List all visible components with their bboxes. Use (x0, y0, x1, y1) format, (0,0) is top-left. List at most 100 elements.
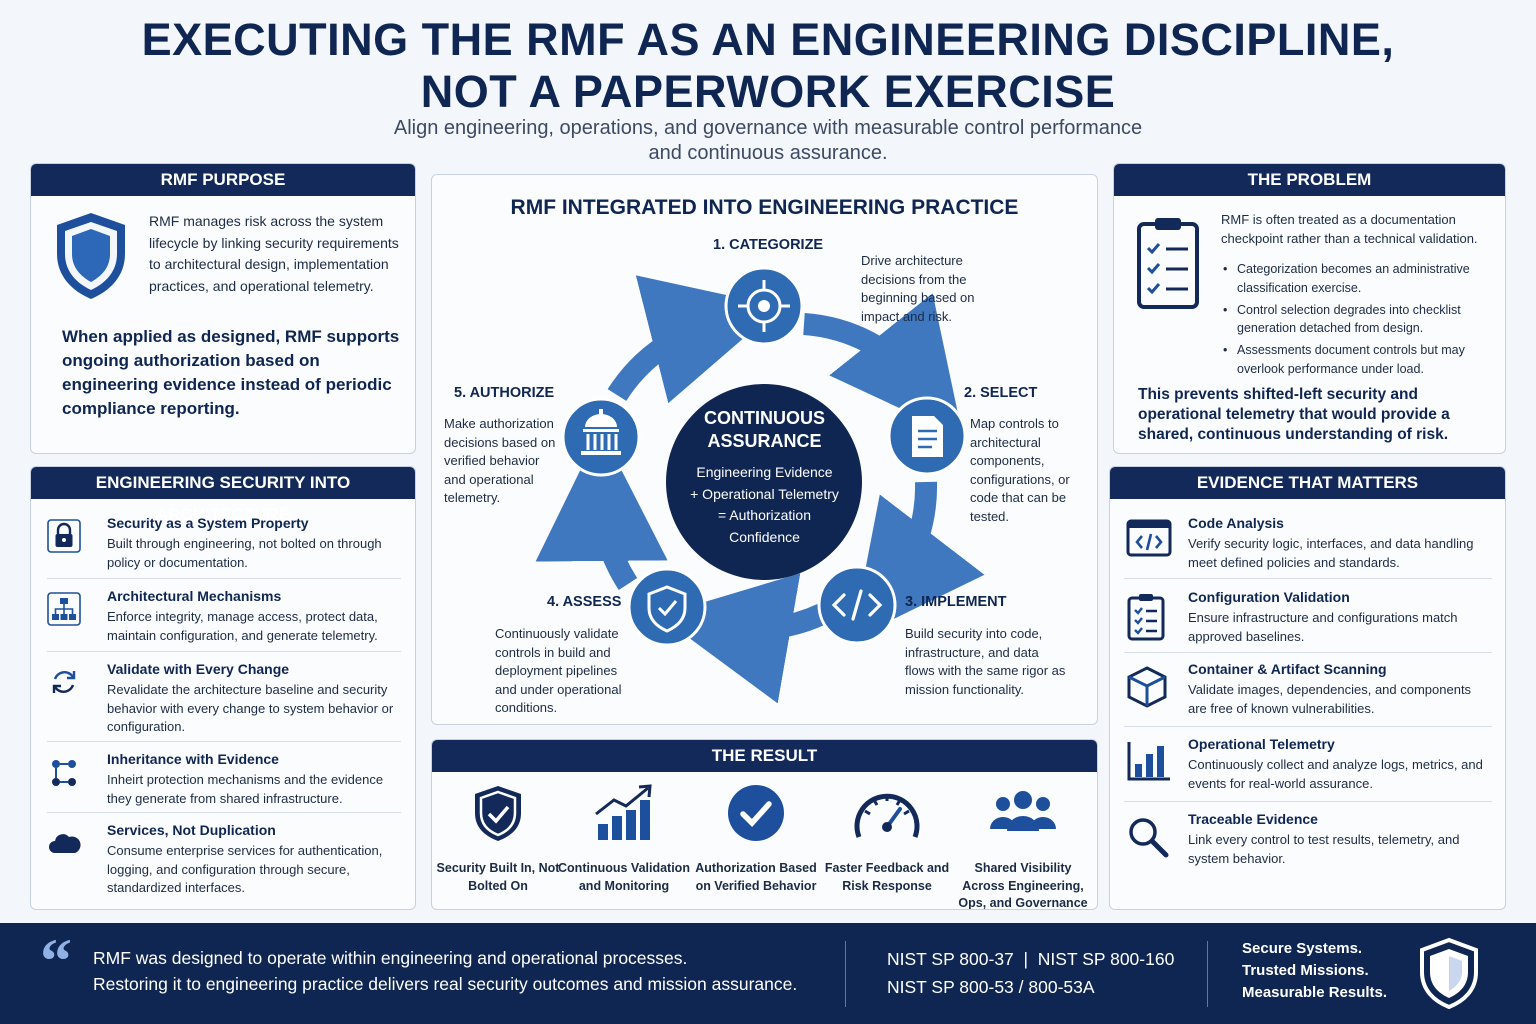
result-item: Faster Feedback and Risk Response (821, 778, 953, 895)
engineering-security-heading: ENGINEERING SECURITY INTO ARCHITECTURE (31, 467, 415, 524)
cycle-arrow (607, 275, 780, 404)
list-item-title: Services, Not Duplication (107, 822, 276, 838)
shield-icon (57, 213, 125, 299)
divider (47, 578, 401, 579)
list-item-desc: Validate images, dependencies, and compo… (1188, 682, 1472, 716)
ref-line-1: NIST SP 800-37 | NIST SP 800-160 (887, 949, 1175, 969)
list-item-desc: Link every control to test results, tele… (1188, 832, 1460, 866)
cloud-icon (49, 834, 81, 853)
divider (47, 651, 401, 652)
subtitle-line-2: and continuous assurance. (648, 142, 888, 164)
title-line-1: EXECUTING THE RMF AS AN ENGINEERING DISC… (141, 14, 1395, 65)
result-item: Authorization Based on Verified Behavior (690, 778, 822, 895)
list-item-desc: Consume enterprise services for authenti… (107, 843, 383, 895)
problem-intro: RMF is often treated as a documentation … (1221, 212, 1478, 246)
result-item: Shared Visibility Across Engineering, Op… (955, 778, 1091, 910)
result-label: Authorization Based on Verified Behavior (695, 861, 817, 893)
cube-icon (1127, 666, 1167, 708)
nodes-icon (52, 760, 76, 786)
step-select-desc: Map controls to architectural components… (970, 416, 1070, 524)
core-line-4: Confidence (729, 528, 800, 545)
list-item-title: Security as a System Property (107, 515, 309, 531)
target-icon (724, 266, 804, 346)
cycle-arrow (658, 573, 827, 704)
quote-icon: “ (40, 925, 72, 996)
problem-bullet: Categorization becomes an administrative… (1221, 260, 1501, 297)
rmf-purpose-emphasis: When applied as designed, RMF supports o… (62, 327, 400, 418)
divider (47, 812, 401, 813)
step-select-title: 2. SELECT (964, 385, 1038, 401)
clipboard-icon (1137, 218, 1199, 309)
result-label: Faster Feedback and Risk Response (824, 861, 950, 893)
list-item-title: Architectural Mechanisms (107, 588, 282, 604)
engineering-security-panel: ENGINEERING SECURITY INTO ARCHITECTURE S… (30, 466, 416, 910)
problem-list: Categorization becomes an administrative… (1221, 260, 1501, 382)
problem-panel: THE PROBLEM RMF is often treated as a do… (1113, 163, 1506, 454)
step-authorize-desc: Make authorization decisions based on ve… (444, 416, 556, 505)
list-item-title: Container & Artifact Scanning (1188, 661, 1387, 677)
problem-conclusion: This prevents shifted-left security and … (1138, 386, 1450, 443)
result-label: Security Built In, Not Bolted On (436, 861, 560, 893)
rmf-cycle-heading: RMF INTEGRATED INTO ENGINEERING PRACTICE (510, 196, 1019, 219)
core-title: CONTINUOUS ASSURANCE (432, 407, 1097, 453)
result-item: Continuous Validation and Monitoring (558, 778, 690, 895)
list-item-desc: Continuously collect and analyze logs, m… (1188, 757, 1483, 791)
result-heading: THE RESULT (432, 740, 1097, 772)
list-item-title: Inheritance with Evidence (107, 751, 279, 767)
lock-icon (47, 519, 81, 553)
problem-bullet: Assessments document controls but may ov… (1221, 341, 1501, 378)
result-item: Security Built In, Not Bolted On (432, 778, 564, 895)
list-item-desc: Verify security logic, interfaces, and d… (1188, 536, 1474, 570)
footer-banner: “ RMF was designed to operate within eng… (0, 923, 1536, 1024)
problem-heading: THE PROBLEM (1114, 164, 1505, 196)
list-item-desc: Enforce integrity, manage access, protec… (107, 609, 378, 643)
cycle-arrow (803, 293, 964, 438)
title-line-2: NOT A PAPERWORK EXERCISE (420, 66, 1116, 117)
list-item-title: Validate with Every Change (107, 661, 290, 677)
footer-tagline: Secure Systems. Trusted Missions. Measur… (1242, 938, 1387, 1004)
problem-bullet: Control selection degrades into checklis… (1221, 301, 1501, 338)
core-title-line-1: CONTINUOUS (704, 408, 825, 428)
result-label: Shared Visibility Across Engineering, Op… (958, 861, 1088, 910)
bar-chart-trend-icon (595, 784, 652, 840)
divider (1124, 578, 1492, 579)
footer-references: NIST SP 800-37 | NIST SP 800-160 NIST SP… (887, 945, 1174, 1001)
step-assess-title: 4. ASSESS (547, 594, 622, 610)
checklist-icon (1127, 594, 1165, 641)
list-item-title: Configuration Validation (1188, 589, 1350, 605)
divider (1124, 726, 1492, 727)
rmf-cycle-panel: RMF INTEGRATED INTO ENGINEERING PRACTICE (431, 174, 1098, 725)
list-item-title: Code Analysis (1188, 515, 1284, 531)
tag-line-2: Trusted Missions. (1242, 962, 1369, 979)
gauge-icon (854, 793, 920, 838)
divider (47, 741, 401, 742)
evidence-panel: EVIDENCE THAT MATTERS Code Analysis Veri… (1109, 466, 1506, 910)
refresh-icon (52, 671, 76, 693)
code-icon (817, 565, 897, 645)
step-authorize-title: 5. AUTHORIZE (454, 385, 555, 401)
shield-check-icon (627, 567, 707, 647)
divider (845, 941, 846, 1007)
tag-line-1: Secure Systems. (1242, 940, 1363, 957)
ref-line-2: NIST SP 800-53 / 800-53A (887, 977, 1095, 997)
page-title: EXECUTING THE RMF AS AN ENGINEERING DISC… (0, 14, 1536, 118)
subtitle-line-1: Align engineering, operations, and gover… (393, 117, 1143, 139)
core-text: Engineering Evidence + Operational Telem… (432, 462, 1097, 548)
list-item-desc: Revalidate the architecture baseline and… (107, 682, 394, 734)
capitol-icon (561, 397, 641, 477)
core-line-2: + Operational Telemetry (690, 485, 839, 502)
core-circle (666, 384, 862, 580)
cycle-arrow (851, 481, 985, 640)
divider (1124, 801, 1492, 802)
core-line-1: Engineering Evidence (696, 464, 833, 480)
core-title-line-2: ASSURANCE (707, 431, 822, 451)
core-line-3: = Authorization (717, 507, 811, 523)
step-implement-title: 3. IMPLEMENT (905, 594, 1007, 610)
code-window-icon (1126, 519, 1172, 557)
result-panel: THE RESULT Security Built In, Not Bolted… (431, 739, 1098, 910)
step-categorize-title: 1. CATEGORIZE (713, 237, 824, 253)
list-item-desc: Built through engineering, not bolted on… (107, 536, 382, 570)
list-item-title: Traceable Evidence (1188, 811, 1318, 827)
rmf-purpose-heading: RMF PURPOSE (31, 164, 415, 196)
list-item-desc: Inheirt protection mechanisms and the ev… (107, 772, 384, 806)
